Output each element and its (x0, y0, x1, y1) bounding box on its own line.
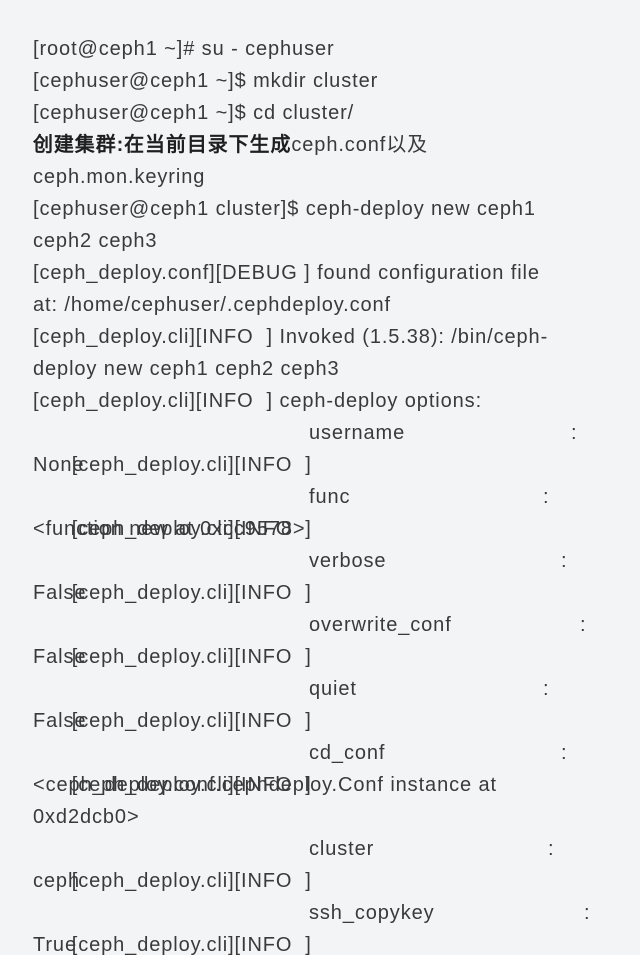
option-colon: : (561, 742, 568, 764)
log-line: [cephuser@ceph1 cluster]$ ceph-deploy ne… (33, 198, 536, 220)
option-name: cluster (309, 838, 375, 860)
option-name: func (309, 486, 351, 508)
option-value: False (33, 710, 87, 732)
heading-rest-text: ceph.conf以及 (291, 134, 429, 156)
option-name: quiet (309, 678, 357, 700)
option-colon: : (584, 902, 591, 924)
option-prefix: [ceph_deploy.cli][INFO ] (71, 934, 312, 955)
log-line: [root@ceph1 ~]# su - cephuser (33, 38, 335, 60)
option-name: cd_conf (309, 742, 386, 764)
option-name: username (309, 422, 406, 444)
option-line: [ceph_deploy.cli][INFO ] overwrite_conf … (33, 609, 613, 668)
option-colon: : (580, 614, 587, 636)
option-name: overwrite_conf (309, 614, 452, 636)
option-prefix: [ceph_deploy.cli][INFO ] (71, 710, 312, 732)
option-value: False (33, 646, 87, 668)
option-prefix: [ceph_deploy.cli][INFO ] (71, 518, 312, 540)
option-name: verbose (309, 550, 387, 572)
option-value: <ceph_deploy.conf.cephdeploy.Conf instan… (33, 774, 497, 796)
option-line: [ceph_deploy.cli][INFO ] cd_conf : (33, 737, 613, 796)
option-colon: : (548, 838, 555, 860)
heading-bold-text: 创建集群:在当前目录下生成 (33, 134, 292, 156)
log-line: ceph.mon.keyring (33, 166, 206, 188)
option-line: [ceph_deploy.cli][INFO ] cluster : (33, 833, 613, 892)
log-line: deploy new ceph1 ceph2 ceph3 (33, 358, 340, 380)
option-line: [ceph_deploy.cli][INFO ] username : (33, 417, 613, 476)
option-prefix: [ceph_deploy.cli][INFO ] (71, 582, 312, 604)
log-line: [ceph_deploy.cli][INFO ] ceph-deploy opt… (33, 390, 483, 412)
log-line: [ceph_deploy.cli][INFO ] Invoked (1.5.38… (33, 326, 549, 348)
option-name: ssh_copykey (309, 902, 435, 924)
log-line: at: /home/cephuser/.cephdeploy.conf (33, 294, 392, 316)
option-value-continued: 0xd2dcb0> (33, 806, 140, 828)
option-line: [ceph_deploy.cli][INFO ] verbose : (33, 545, 613, 604)
option-value: ceph (33, 870, 80, 892)
option-prefix: [ceph_deploy.cli][INFO ] (71, 870, 312, 892)
option-colon: : (571, 422, 578, 444)
option-line: [ceph_deploy.cli][INFO ] func : (33, 481, 613, 540)
option-colon: : (561, 550, 568, 572)
option-colon: : (543, 486, 550, 508)
option-value: None (33, 454, 85, 476)
option-value: True (33, 934, 77, 955)
log-line: ceph2 ceph3 (33, 230, 158, 252)
log-line: [cephuser@ceph1 ~]$ cd cluster/ (33, 102, 355, 124)
option-value: <function new at 0xcc9578> (33, 518, 306, 540)
option-line: [ceph_deploy.cli][INFO ] ssh_copykey : (33, 897, 613, 955)
option-colon: : (543, 678, 550, 700)
log-line: [cephuser@ceph1 ~]$ mkdir cluster (33, 70, 379, 92)
option-prefix: [ceph_deploy.cli][INFO ] (71, 646, 312, 668)
log-line-heading: 创建集群:在当前目录下生成ceph.conf以及 (33, 129, 613, 161)
option-prefix: [ceph_deploy.cli][INFO ] (71, 774, 312, 796)
log-line: [ceph_deploy.conf][DEBUG ] found configu… (33, 262, 540, 284)
option-value: False (33, 582, 87, 604)
terminal-log-text: [root@ceph1 ~]# su - cephuser [cephuser@… (33, 33, 613, 955)
option-line: [ceph_deploy.cli][INFO ] quiet : (33, 673, 613, 732)
option-prefix: [ceph_deploy.cli][INFO ] (71, 454, 312, 476)
